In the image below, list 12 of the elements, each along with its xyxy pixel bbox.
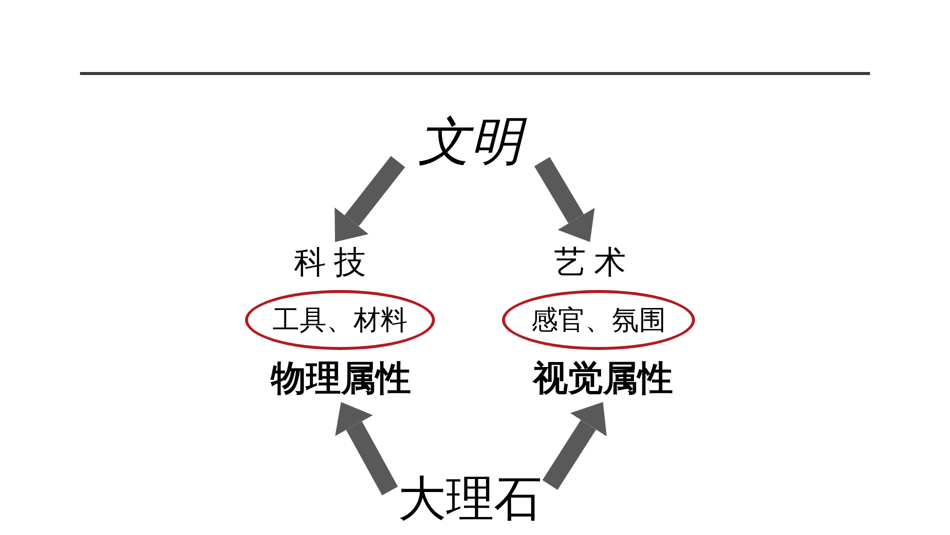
concept-label: 大理石: [390, 470, 550, 530]
category-label: 科技: [280, 242, 380, 282]
concept-label: 文明: [398, 112, 542, 174]
oval-node: 工具、材料: [245, 290, 435, 350]
block-arrow: [335, 402, 398, 496]
attribute-label: 物理属性: [261, 356, 421, 402]
block-arrow: [542, 402, 607, 490]
attribute-label: 视觉属性: [523, 356, 683, 402]
category-label: 艺术: [540, 242, 640, 282]
block-arrow: [334, 156, 406, 242]
block-arrow: [534, 156, 595, 242]
oval-node: 感官、氛围: [502, 290, 695, 350]
